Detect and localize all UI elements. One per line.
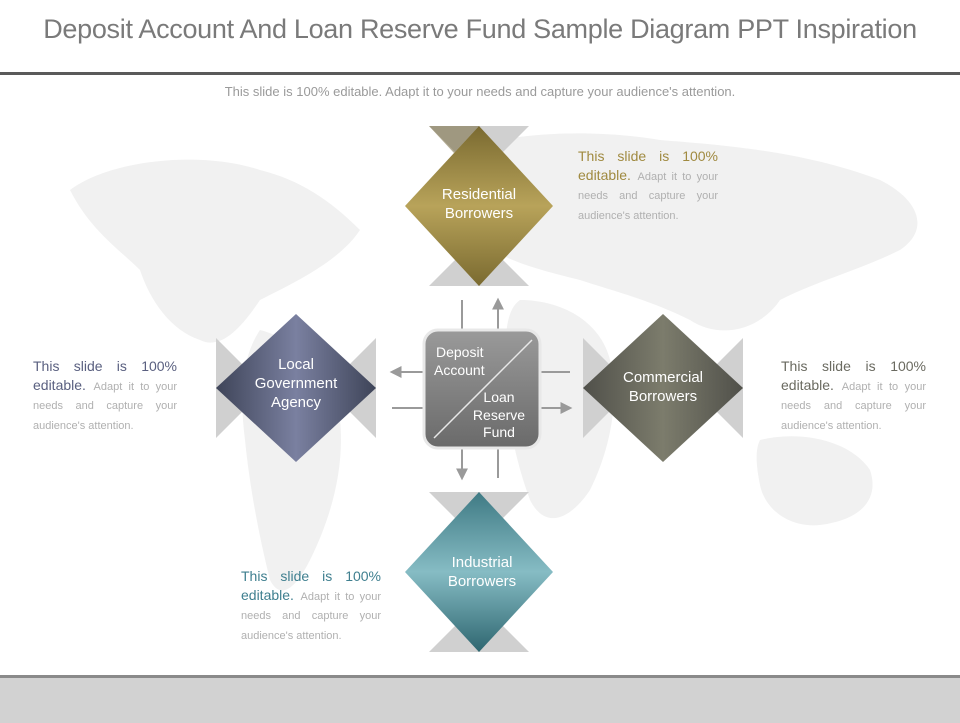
center-box-divider <box>433 339 533 439</box>
title-divider <box>0 72 960 75</box>
note-left-lead: This slide is 100% editable. <box>33 358 177 394</box>
note-right-lead: This slide is 100% editable. <box>781 358 926 394</box>
center-bottom-label-2: Reserve <box>473 407 525 423</box>
footer-band <box>0 675 960 723</box>
note-bottom: This slide is 100% editable. Adapt it to… <box>241 567 381 644</box>
node-commercial-borrowers: Commercial Borrowers <box>583 314 743 462</box>
node-residential-borrowers: Residential Borrowers <box>405 126 553 286</box>
note-left-rest: Adapt it to your needs and capture your … <box>33 381 177 432</box>
node-bottom-label-1: Industrial <box>452 554 513 571</box>
note-bottom-lead: This slide is 100% editable. <box>241 568 381 604</box>
node-left-label-3: Agency <box>271 394 322 411</box>
node-top-label-2: Borrowers <box>445 205 513 222</box>
node-left-diamond <box>216 314 376 462</box>
page-title: Deposit Account And Loan Reserve Fund Sa… <box>43 14 917 44</box>
center-top-label-2: Account <box>434 362 485 378</box>
node-industrial-borrowers: Industrial Borrowers <box>405 492 553 652</box>
connector-arrows <box>389 297 573 481</box>
note-right: This slide is 100% editable. Adapt it to… <box>781 357 926 434</box>
center-bottom-label-3: Fund <box>483 424 515 440</box>
center-top-label-1: Deposit <box>436 344 484 360</box>
node-right-diamond <box>583 314 743 462</box>
note-top: This slide is 100% editable. Adapt it to… <box>578 147 718 224</box>
note-bottom-rest: Adapt it to your needs and capture your … <box>241 591 381 642</box>
node-left-label-2: Government <box>255 375 338 392</box>
node-bottom-label-2: Borrowers <box>448 573 516 590</box>
node-local-government-agency: Local Government Agency <box>216 314 376 462</box>
node-top-diamond <box>405 126 553 286</box>
node-top-accent <box>429 126 479 153</box>
node-right-label-1: Commercial <box>623 369 703 386</box>
node-right-label-2: Borrowers <box>629 388 697 405</box>
center-bottom-label-1: Loan <box>483 389 514 405</box>
node-bottom-diamond <box>405 492 553 652</box>
page-subtitle: This slide is 100% editable. Adapt it to… <box>224 84 736 99</box>
note-top-lead: This slide is 100% editable. <box>578 148 718 184</box>
node-left-label-1: Local <box>278 356 314 373</box>
note-right-rest: Adapt it to your needs and capture your … <box>781 381 926 432</box>
node-top-label-1: Residential <box>442 186 516 203</box>
note-top-rest: Adapt it to your needs and capture your … <box>578 171 718 222</box>
note-left: This slide is 100% editable. Adapt it to… <box>33 357 177 434</box>
center-deposit-loan-box: Deposit Account Loan Reserve Fund <box>422 328 542 450</box>
